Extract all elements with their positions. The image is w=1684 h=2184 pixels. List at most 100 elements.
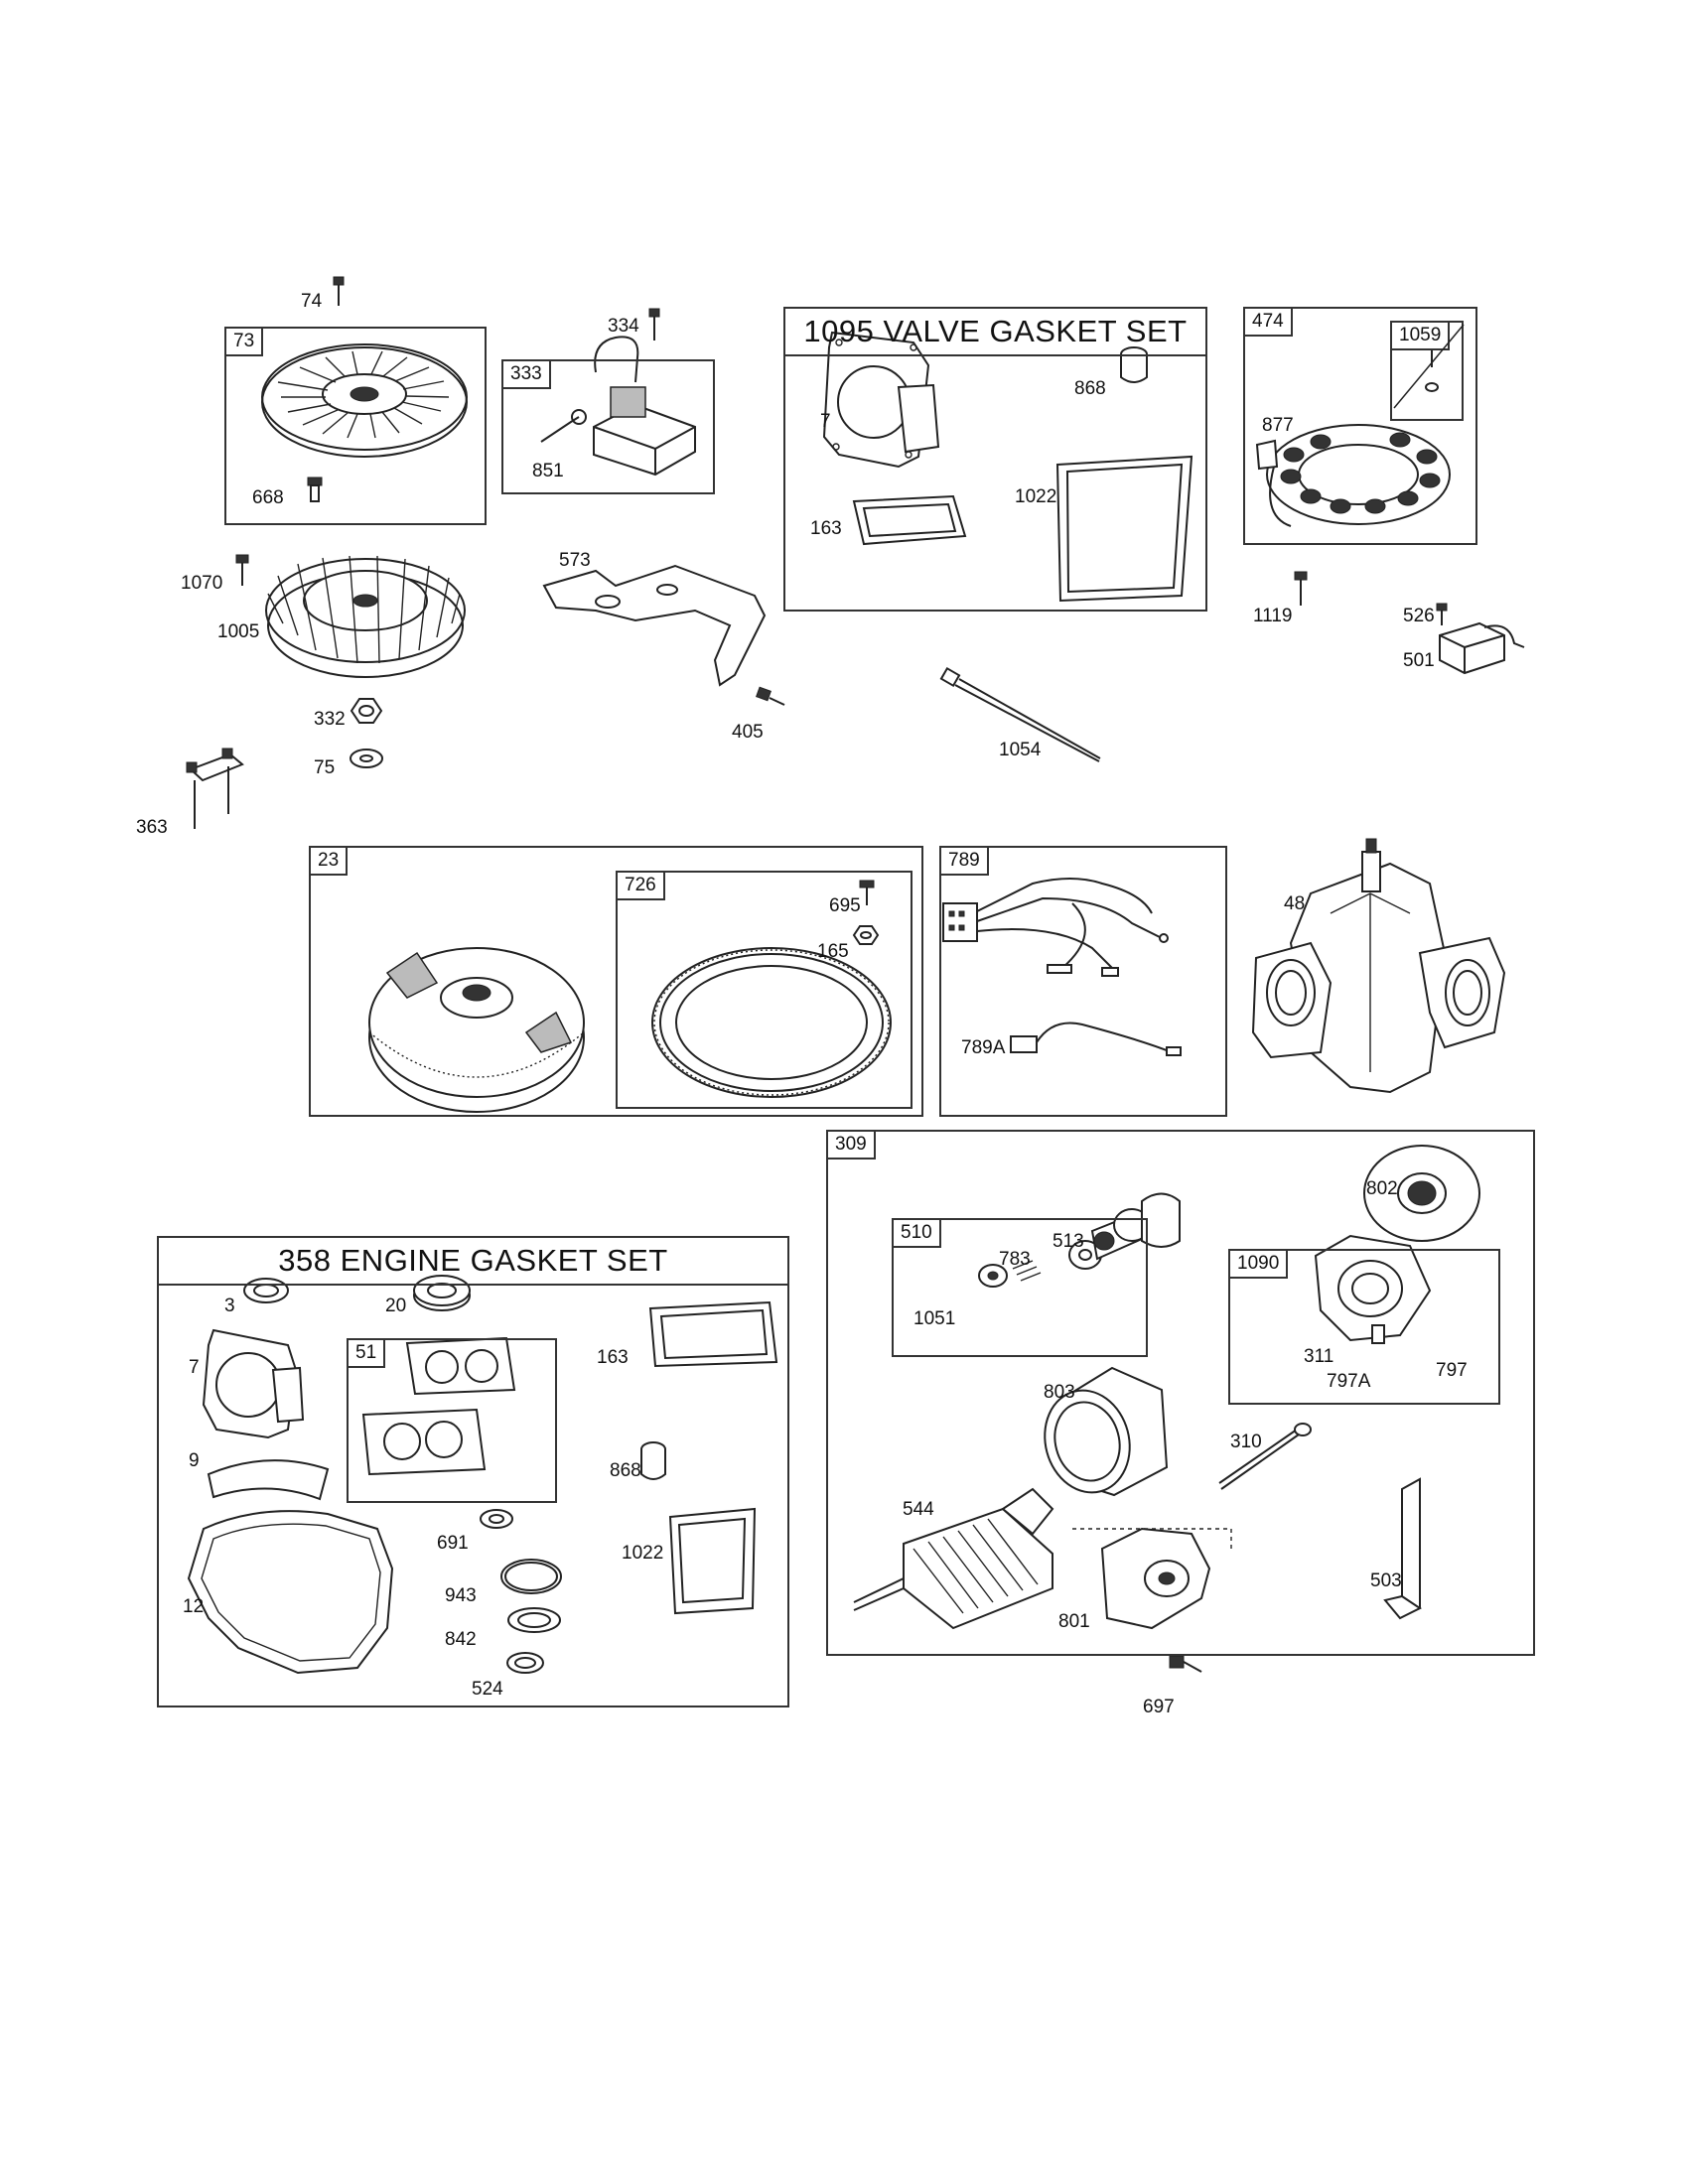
screw-526-drawing xyxy=(1436,603,1448,625)
part-label-513: 513 xyxy=(1052,1231,1084,1252)
screw-695-drawing xyxy=(859,880,875,905)
valve-cover-gasket-163-drawing xyxy=(852,494,967,546)
gasket-e1022-drawing xyxy=(668,1507,757,1615)
flywheel-fan-drawing xyxy=(265,555,466,678)
part-label-75: 75 xyxy=(314,757,336,778)
part-label-1054: 1054 xyxy=(999,740,1042,760)
gasket-524-drawing xyxy=(506,1652,544,1674)
group-309-box: 309 xyxy=(826,1130,1535,1656)
seal-20-drawing xyxy=(413,1275,471,1311)
seal-691-drawing xyxy=(480,1509,513,1529)
part-label-74: 74 xyxy=(301,291,323,312)
head-gasket-7-drawing xyxy=(822,331,940,469)
engine-label-1022: 1022 xyxy=(622,1543,664,1564)
valve-gasket-set-title: 1095 VALVE GASKET SET xyxy=(785,309,1205,356)
brush-holder-drawing xyxy=(1314,1234,1432,1344)
part-label-311: 311 xyxy=(1304,1346,1334,1367)
group-789-box: 789 xyxy=(939,846,1227,1117)
group-51-id: 51 xyxy=(349,1340,386,1368)
stud-363-drawing xyxy=(186,748,244,829)
group-51-box: 51 xyxy=(347,1338,557,1503)
group-1090-box: 1090 xyxy=(1228,1249,1500,1405)
engine-label-943: 943 xyxy=(445,1585,477,1606)
engine-label-524: 524 xyxy=(472,1679,503,1700)
screw-697-drawing xyxy=(1169,1655,1202,1673)
intake-gasket-51-drawing xyxy=(361,1336,516,1476)
part-label-789a: 789A xyxy=(961,1037,1006,1058)
engine-label-9: 9 xyxy=(189,1450,200,1471)
valve-label-868: 868 xyxy=(1074,378,1106,399)
engine-label-691: 691 xyxy=(437,1533,469,1554)
wire-789a-drawing xyxy=(1010,1022,1182,1056)
part-label-877: 877 xyxy=(1262,415,1294,436)
thru-bolt-310-drawing xyxy=(1218,1423,1312,1490)
engine-gasket-set-title: 358 ENGINE GASKET SET xyxy=(159,1238,787,1286)
gasket-1022-drawing xyxy=(1055,455,1193,603)
o-ring-943-drawing xyxy=(500,1559,562,1594)
group-23-box: 23 xyxy=(309,846,923,1117)
screw-405-drawing xyxy=(756,686,785,706)
wire-harness-drawing xyxy=(942,878,1169,977)
group-510-box: 510 xyxy=(892,1218,1148,1357)
part-label-332: 332 xyxy=(314,709,346,730)
alternator-stator-drawing xyxy=(1255,424,1451,527)
ignition-armature-drawing xyxy=(540,336,696,477)
group-23-id: 23 xyxy=(311,848,349,876)
starter-frame-drawing xyxy=(1044,1366,1169,1497)
engine-label-842: 842 xyxy=(445,1629,477,1650)
part-label-1070: 1070 xyxy=(181,573,223,594)
crankcase-gasket-12-drawing xyxy=(187,1510,394,1675)
part-label-48: 48 xyxy=(1284,893,1306,914)
part-label-851: 851 xyxy=(532,461,564,481)
valve-label-1022: 1022 xyxy=(1015,486,1057,507)
cylinder-block-drawing xyxy=(1251,838,1506,1094)
group-726-id: 726 xyxy=(618,873,665,900)
part-label-1119: 1119 xyxy=(1253,606,1293,626)
part-label-501: 501 xyxy=(1403,650,1435,671)
part-label-363: 363 xyxy=(136,817,168,838)
group-1090-id: 1090 xyxy=(1230,1251,1289,1279)
part-label-803: 803 xyxy=(1044,1382,1075,1403)
blower-housing-drawing xyxy=(261,343,468,458)
screw-1119-drawing xyxy=(1294,571,1308,606)
part-label-797a: 797A xyxy=(1327,1371,1371,1392)
part-label-668: 668 xyxy=(252,487,284,508)
engine-label-7: 7 xyxy=(189,1357,200,1378)
part-label-503: 503 xyxy=(1370,1570,1402,1591)
part-label-544: 544 xyxy=(903,1499,934,1520)
part-label-165: 165 xyxy=(817,941,849,962)
part-label-334: 334 xyxy=(608,316,639,337)
group-333-box: 333 xyxy=(501,359,715,494)
screw-74-drawing xyxy=(333,276,345,306)
part-label-1005: 1005 xyxy=(217,621,260,642)
group-1059-id: 1059 xyxy=(1392,323,1451,350)
armature-544-drawing xyxy=(853,1487,1054,1630)
part-label-783: 783 xyxy=(999,1249,1031,1270)
plate-802-drawing xyxy=(1363,1145,1480,1242)
screw-334-drawing xyxy=(648,308,660,341)
group-73-id: 73 xyxy=(226,329,264,356)
engine-label-163: 163 xyxy=(597,1347,629,1368)
part-label-526: 526 xyxy=(1403,606,1435,626)
end-cap-801-drawing xyxy=(1072,1527,1232,1630)
part-label-573: 573 xyxy=(559,550,591,571)
group-474-id: 474 xyxy=(1245,309,1293,337)
group-1059-divider xyxy=(1393,324,1465,409)
bracket-573-drawing xyxy=(542,564,767,687)
group-333-id: 333 xyxy=(503,361,551,389)
part-label-310: 310 xyxy=(1230,1432,1262,1452)
group-789-id: 789 xyxy=(941,848,989,876)
part-label-797: 797 xyxy=(1436,1360,1468,1381)
flywheel-drawing xyxy=(368,947,585,1113)
valve-label-163: 163 xyxy=(810,518,842,539)
part-label-1051: 1051 xyxy=(913,1308,956,1329)
regulator-501-drawing xyxy=(1439,621,1525,675)
ring-gear-drawing xyxy=(651,947,892,1098)
group-1059-box: 1059 xyxy=(1390,321,1465,421)
gasket-9-drawing xyxy=(207,1459,330,1501)
screw-668-drawing xyxy=(307,477,323,502)
group-510-id: 510 xyxy=(894,1220,941,1248)
starter-drive-drawing xyxy=(978,1192,1181,1288)
tie-strap-1054-drawing xyxy=(939,666,1101,762)
